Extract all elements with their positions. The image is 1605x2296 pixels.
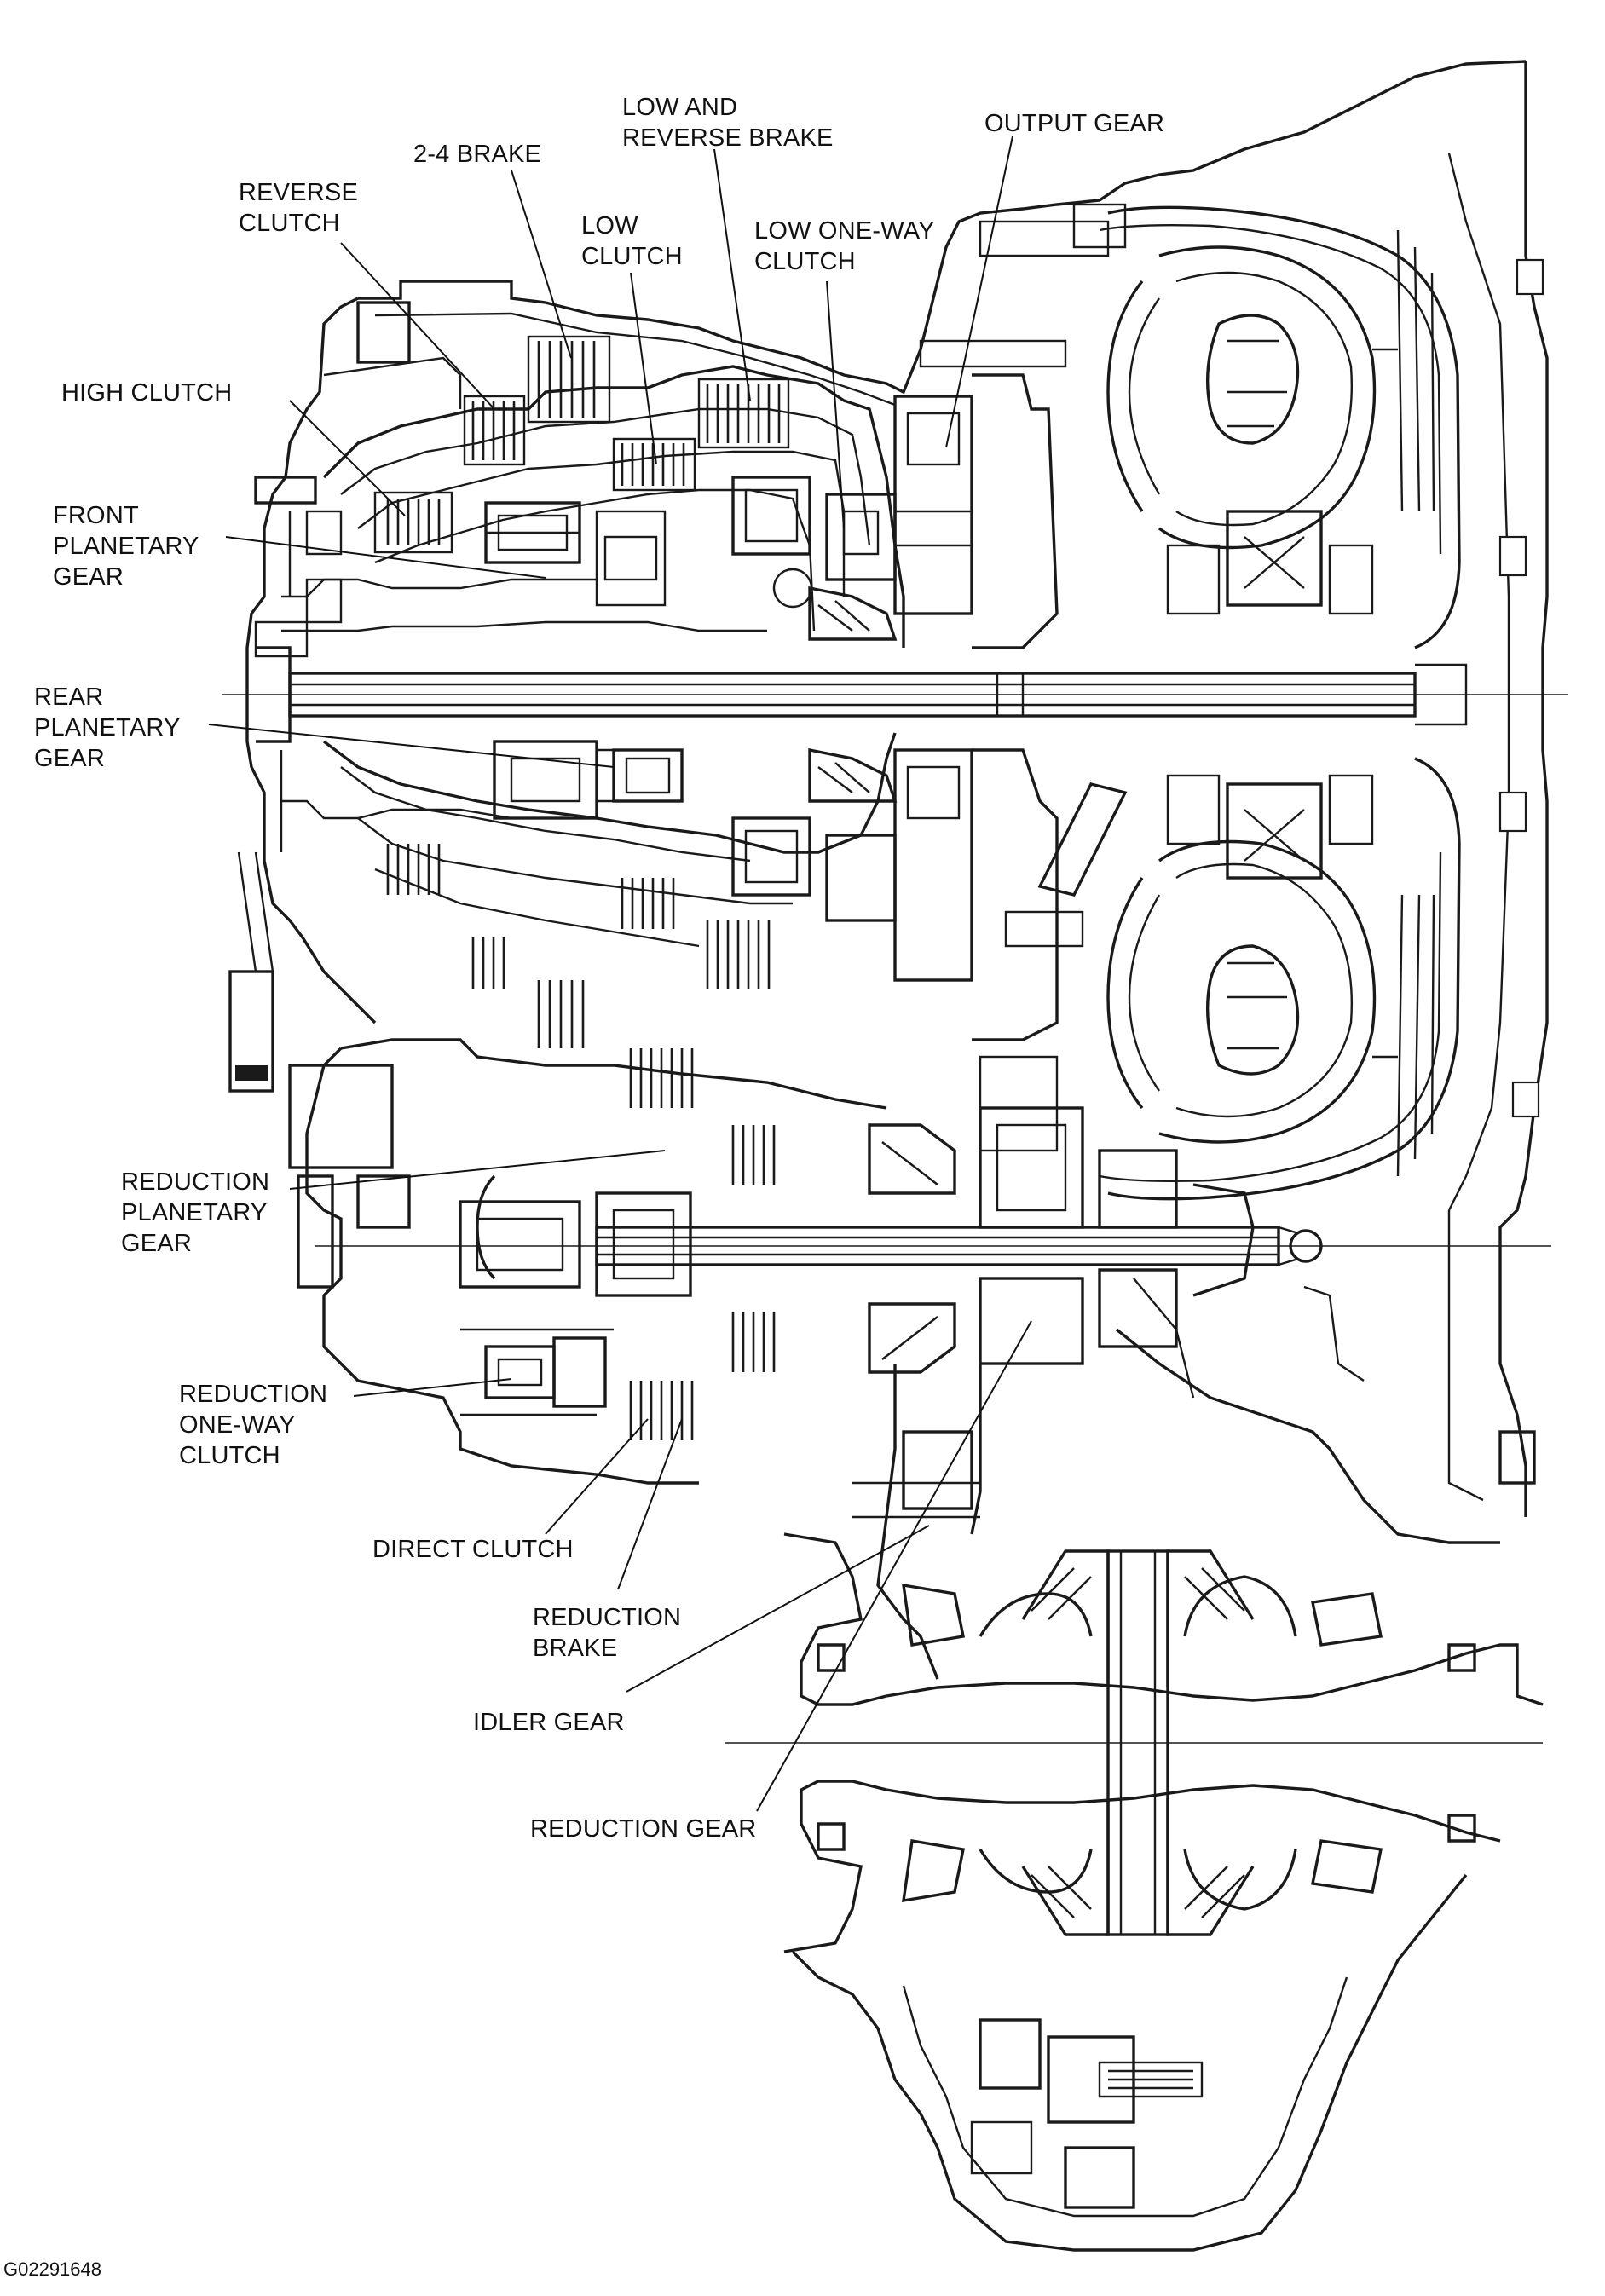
oil-pump-cover bbox=[254, 301, 462, 658]
differential bbox=[783, 1532, 1544, 2252]
label-reduction-one-way-clutch: REDUCTION ONE-WAY CLUTCH bbox=[179, 1381, 328, 1469]
label-reduction-planetary-gear: REDUCTION PLANETARY GEAR bbox=[121, 1168, 270, 1257]
input-shaft bbox=[256, 646, 1468, 743]
reduction-section bbox=[288, 1038, 1536, 1680]
rear-planetary-gearset bbox=[493, 740, 684, 820]
low-reverse-brake-plates bbox=[697, 378, 790, 449]
label-reduction-gear: REDUCTION GEAR bbox=[530, 1815, 757, 1843]
label-idler-gear: IDLER GEAR bbox=[473, 1709, 625, 1736]
low-one-way-clutch-assembly bbox=[731, 476, 897, 609]
front-planetary-gearset bbox=[484, 501, 667, 607]
reverse-clutch-plates bbox=[463, 395, 526, 466]
label-2-4-brake: 2-4 BRAKE bbox=[413, 141, 542, 168]
label-low-one-way-clutch: LOW ONE-WAY CLUTCH bbox=[754, 217, 935, 275]
figure-id: G02291648 bbox=[3, 2259, 101, 2280]
reduction-brake-plates bbox=[731, 1125, 776, 1372]
label-rear-planetary-gear: REAR PLANETARY GEAR bbox=[34, 684, 181, 772]
lower-clutch-plates bbox=[386, 844, 771, 1048]
label-direct-clutch: DIRECT CLUTCH bbox=[372, 1536, 574, 1563]
callout-leader-lines bbox=[208, 136, 1032, 1812]
brake-2-4-plates bbox=[527, 335, 611, 424]
torque-converter bbox=[1106, 229, 1544, 1177]
reduction-planetary-gearset bbox=[459, 1174, 692, 1297]
upper-clutch-packs bbox=[254, 203, 1127, 658]
transaxle-case-outline bbox=[245, 60, 1549, 1517]
output-gear-assembly bbox=[808, 203, 1127, 649]
label-reduction-brake: REDUCTION BRAKE bbox=[533, 1604, 682, 1662]
low-clutch-plates bbox=[612, 437, 696, 492]
label-front-planetary-gear: FRONT PLANETARY GEAR bbox=[53, 502, 199, 591]
idler-gear bbox=[868, 1106, 1255, 1374]
high-clutch-plates bbox=[373, 491, 453, 554]
label-reverse-clutch: REVERSE CLUTCH bbox=[239, 179, 358, 237]
label-output-gear: OUTPUT GEAR bbox=[984, 110, 1165, 137]
direct-clutch-plates bbox=[629, 1048, 694, 1440]
label-low-and-reverse-brake: LOW AND REVERSE BRAKE bbox=[622, 94, 834, 152]
label-low-clutch: LOW CLUTCH bbox=[581, 212, 683, 270]
centerlines bbox=[222, 694, 1568, 1744]
lower-clutch-packs bbox=[228, 732, 1128, 1152]
label-high-clutch: HIGH CLUTCH bbox=[61, 379, 233, 407]
